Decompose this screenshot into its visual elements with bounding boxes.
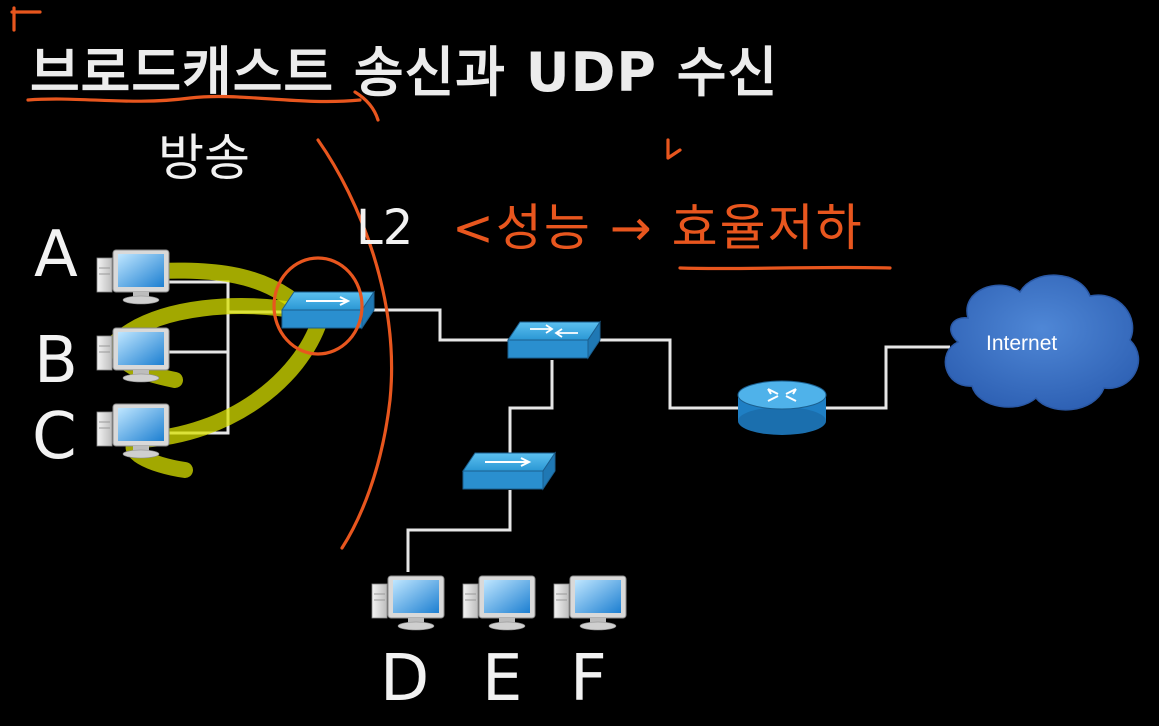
pc-d — [372, 576, 444, 630]
title-underline — [28, 96, 360, 101]
pc-c — [97, 404, 169, 458]
link-switch-to-core — [370, 310, 515, 340]
link-core-to-router — [600, 340, 740, 408]
broadcast-note: 방송 — [158, 118, 250, 190]
perf-underline — [680, 267, 890, 268]
switch-bottom — [463, 453, 555, 489]
performance-note: <성능 → 효율저하 — [452, 188, 864, 260]
link-bottom-to-pcs — [408, 490, 510, 572]
layer-label: L2 — [356, 200, 413, 256]
link-router-to-internet — [825, 347, 950, 408]
host-label-b: B — [34, 324, 78, 398]
pc-e — [463, 576, 535, 630]
underline-tail — [355, 92, 378, 120]
pc-a — [97, 250, 169, 304]
tick-mark — [668, 140, 680, 158]
router — [738, 381, 826, 435]
host-label-f: F — [570, 642, 607, 716]
internet-label: Internet — [986, 332, 1057, 356]
corner-mark — [12, 8, 40, 30]
pc-f — [554, 576, 626, 630]
host-label-e: E — [482, 642, 522, 716]
switch-core — [508, 322, 600, 358]
host-label-d: D — [380, 642, 429, 716]
link-core-to-bottom — [510, 360, 552, 455]
host-label-a: A — [34, 218, 78, 292]
host-label-c: C — [32, 400, 77, 474]
